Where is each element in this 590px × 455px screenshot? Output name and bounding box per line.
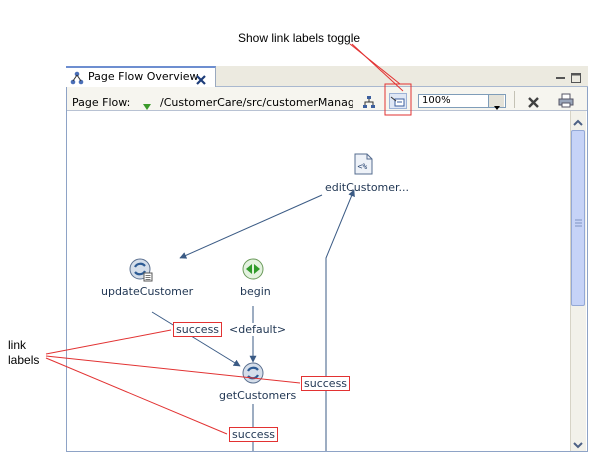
link-labels-callout-line2: labels [8, 353, 40, 367]
zoom-value: 100% [422, 95, 451, 106]
tab-page-flow-overview[interactable]: Page Flow Overview [66, 66, 216, 87]
node-getCustomers-label: getCustomers [219, 389, 297, 402]
scroll-down-icon[interactable] [572, 436, 584, 449]
hierarchy-icon[interactable] [362, 94, 376, 108]
chevron-down-icon [492, 97, 502, 110]
show-link-labels-icon[interactable] [389, 93, 407, 109]
maximize-icon[interactable] [570, 69, 582, 83]
toggle-callout-title: Show link labels toggle [238, 31, 361, 45]
dropdown-triangle-icon[interactable] [142, 97, 152, 110]
page-flow-label: Page Flow: [72, 96, 131, 109]
view-tab-strip: Page Flow Overview [66, 66, 588, 87]
begin-node-icon[interactable] [241, 257, 265, 281]
toolbar-separator [514, 91, 515, 108]
link-label-get-down: success [229, 427, 279, 442]
tab-title: Page Flow Overview [88, 70, 199, 83]
zoom-dropdown-button[interactable] [488, 95, 504, 110]
node-updateCustomer-label: updateCustomer [101, 285, 194, 298]
page-flow-path[interactable]: /CustomerCare/src/customerManageme [160, 96, 353, 109]
jsp-page-icon[interactable]: <% [351, 152, 375, 176]
edge-edit-to-update [179, 194, 323, 259]
edge-update-to-get [151, 311, 241, 367]
close-icon[interactable] [195, 71, 207, 85]
link-label-update-to-get: success [173, 322, 223, 337]
link-labels-callout-line1: link [8, 338, 27, 352]
scroll-up-icon[interactable] [572, 114, 584, 126]
link-label-begin-to-get: <default> [229, 323, 287, 336]
page-flow-icon [70, 70, 84, 85]
link-label-get-to-edit: success [301, 376, 351, 391]
zoom-select[interactable]: 100% [418, 94, 506, 108]
action-node-icon[interactable] [128, 257, 154, 283]
minimize-icon[interactable] [555, 69, 567, 81]
scrollbar-thumb[interactable] [571, 130, 585, 306]
svg-text:<%: <% [358, 162, 368, 171]
node-begin-label: begin [240, 285, 271, 298]
delete-icon[interactable] [527, 94, 540, 108]
print-icon[interactable] [558, 93, 574, 108]
node-editCustomer-label: editCustomer... [325, 181, 410, 194]
grip-icon [575, 212, 582, 227]
